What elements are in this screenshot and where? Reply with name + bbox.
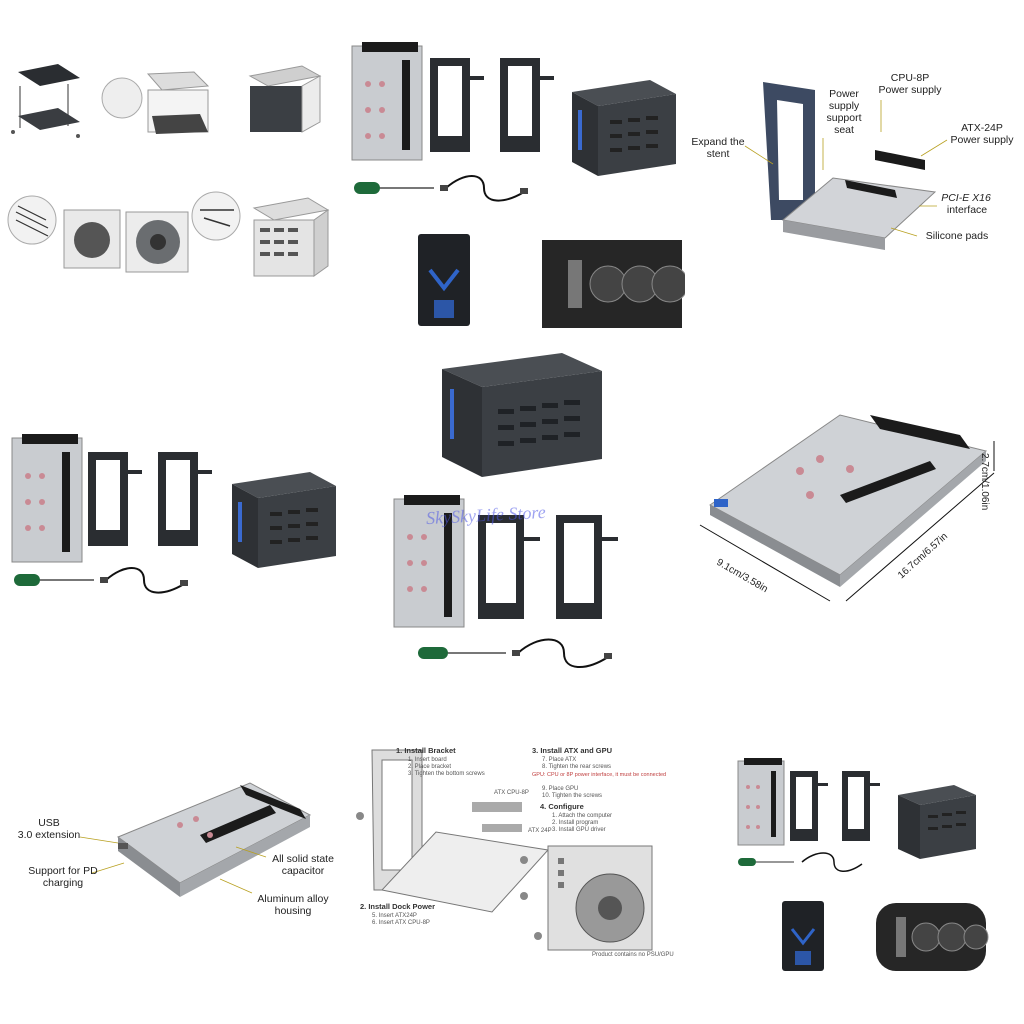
gpu-bracket-6 [556,515,618,619]
step4-item-3: 3. Install GPU driver [552,827,606,833]
step4-title: 4. Configure [540,802,584,811]
step2-item-1: 5. Insert ATX24P [372,913,417,919]
dock-board-2 [11,434,83,563]
pc-tower-photo [418,234,470,326]
dock-board [351,42,423,161]
frame-assembly-1 [11,64,80,138]
dock-board-3 [393,495,465,628]
frame-assembly-5 [125,191,241,273]
kit-contents-panel [340,30,685,330]
screwdriver-and-cable-2 [14,567,188,594]
dim-height: 2.7cm/1.06in [979,453,990,511]
stent-illustration [744,82,948,250]
gpu-bracket-5 [478,515,540,619]
gpu-photo [542,240,685,328]
step3-item-4: 10. Tighten the screws [542,793,603,799]
label-silicone-pads: Silicone pads [925,230,989,242]
dock-feature-drawing [79,782,312,897]
step3-item-2: 8. Tighten the rear screws [542,764,612,770]
gpu-bracket-2 [500,58,554,152]
step3-item-3: 9. Place GPU [542,786,579,792]
step1-item-2: 2. Place bracket [408,764,452,770]
step2-title: 2. Install Dock Power [360,902,436,911]
metal-case-2 [232,472,336,568]
dimensions-panel: 2.7cm/1.06in 16.7cm/6.57in 9.1cm/3.58in [690,395,1024,625]
frame-assembly-4 [7,195,121,269]
label-interface: interface [946,204,988,216]
gpu-bracket-4 [158,452,212,546]
assembly-steps-panel [0,40,335,290]
screwdriver-and-cable-3 [418,638,612,669]
metal-case-3 [898,785,976,859]
callout-cpu8p: ATX CPU-8P [494,790,529,796]
kit-contents-panel-2 [0,420,345,600]
screwdriver-and-cable-4 [738,852,863,872]
gpu-bracket-1 [430,58,484,152]
pc-tower-photo-2 [782,901,824,971]
step4-item-2: 2. Install program [552,820,599,826]
frame-assembly-2 [101,71,210,134]
install-guide-panel: 1. Install Bracket 1. Insert board 2. Pl… [352,740,682,965]
step2-item-2: 6. Insert ATX CPU-8P [372,920,430,926]
gpu-bracket-7 [790,771,828,841]
label-pcie: PCI-E X16 [941,192,991,204]
dock-dimension-drawing [699,414,995,602]
gpu-photo-2 [876,903,989,971]
metal-case [572,80,676,176]
gpu-bracket-8 [842,771,880,841]
dock-board-4 [737,758,785,846]
install-footer: Product contains no PSU/GPU [592,952,674,958]
step3-note: GPU: CPU or 8P power interface, it must … [532,772,667,778]
install-illustration [356,749,653,951]
step1-title: 1. Install Bracket [396,746,456,755]
metal-case-large [442,353,602,477]
gpu-bracket-3 [88,452,142,546]
frame-assembly-3 [248,65,322,133]
step1-item-3: 3. Tighten the bottom screws [408,771,485,777]
frame-assembly-6 [252,197,330,277]
callout-atx24p: ATX 24P [528,828,552,834]
step3-item-1: 7. Place ATX [542,757,577,763]
step3-title: 3. Install ATX and GPU [532,746,613,755]
center-kit-panel: SkySkyLife Store [380,345,650,675]
step1-item-1: 1. Insert board [408,757,447,763]
step4-item-1: 1. Attach the computer [552,813,613,819]
screwdriver-and-cable [354,175,528,202]
kit-contents-panel-3 [730,755,1024,975]
